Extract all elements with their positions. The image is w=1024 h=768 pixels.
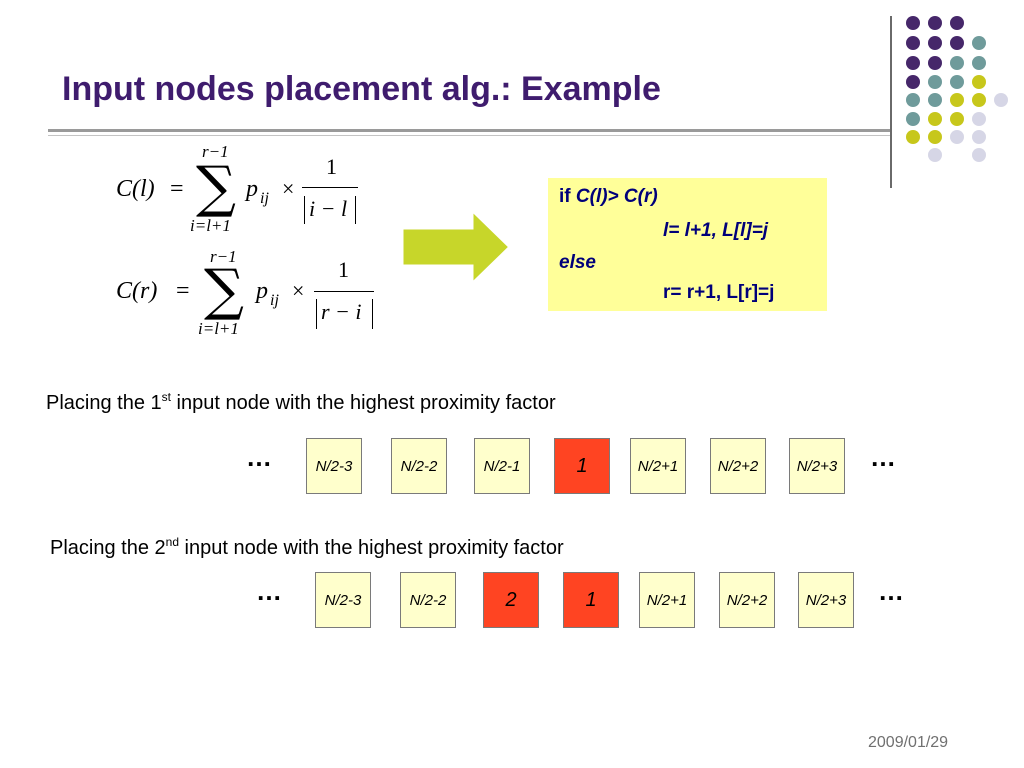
- code-line-then: l= l+1, L[l]=j: [663, 220, 769, 241]
- fraction-numerator: 1: [326, 154, 337, 179]
- sum-lower-limit: i=l+1: [198, 319, 239, 338]
- code-line-if: if C(l)> C(r): [559, 186, 658, 207]
- step1-node: N/2-2: [391, 438, 447, 494]
- times-sign: ×: [282, 176, 295, 201]
- algorithm-code-box: if C(l)> C(r) l= l+1, L[l]=j else r= r+1…: [548, 178, 827, 311]
- summation-sign: ∑: [204, 258, 244, 323]
- term-subscript: ij: [260, 190, 269, 207]
- times-sign: ×: [292, 278, 305, 303]
- formula-c-l: C(l) = r−1 ∑ i=l+1 p ij × 1 i − l: [110, 140, 370, 240]
- fraction-numerator: 1: [338, 257, 349, 282]
- decorative-dot-grid: [0, 0, 1024, 170]
- step2-node-selected: 2: [483, 572, 539, 628]
- title-divider-thin: [48, 135, 890, 136]
- summation-sign: ∑: [196, 155, 236, 220]
- term-p: p: [246, 176, 258, 202]
- formula-lhs: C(r): [116, 278, 158, 304]
- step2-node: N/2+1: [639, 572, 695, 628]
- fraction-line: [302, 187, 358, 188]
- abs-bar-left: [316, 299, 317, 329]
- step1-node: N/2+2: [710, 438, 766, 494]
- step2-caption: Placing the 2nd input node with the high…: [50, 535, 564, 559]
- step2-node: N/2+2: [719, 572, 775, 628]
- formula-c-r: C(r) = r−1 ∑ i=l+1 p ij × 1 r − i: [110, 245, 390, 345]
- step1-node-selected: 1: [554, 438, 610, 494]
- code-line-else-body: r= r+1, L[r]=j: [663, 282, 775, 303]
- term-p: p: [256, 278, 268, 304]
- step1-ellipsis-left: …: [246, 442, 273, 472]
- sum-upper-limit: r−1: [202, 142, 229, 161]
- title-divider: [48, 129, 890, 132]
- abs-bar-right: [372, 299, 373, 329]
- slide-date: 2009/01/29: [868, 734, 949, 751]
- step2-ellipsis-left: …: [256, 576, 283, 606]
- step1-node: N/2+1: [630, 438, 686, 494]
- right-arrow-icon: [400, 206, 513, 288]
- fraction-denominator: i − l: [309, 196, 348, 221]
- step1-ellipsis-right: …: [870, 442, 897, 472]
- sum-upper-limit: r−1: [210, 247, 237, 266]
- step1-node: N/2-1: [474, 438, 530, 494]
- step2-node: N/2-2: [400, 572, 456, 628]
- step2-node: N/2+3: [798, 572, 854, 628]
- step2-node: N/2-3: [315, 572, 371, 628]
- formula-lhs: C(l): [116, 176, 155, 202]
- sum-lower-limit: i=l+1: [190, 216, 231, 235]
- vertical-divider: [890, 16, 892, 188]
- fraction-denominator: r − i: [321, 299, 362, 324]
- fraction-line: [314, 291, 374, 292]
- step1-node: N/2-3: [306, 438, 362, 494]
- term-subscript: ij: [270, 292, 279, 309]
- abs-bar-left: [304, 196, 305, 224]
- formula-equals: =: [176, 278, 190, 304]
- step1-caption: Placing the 1st input node with the high…: [46, 390, 556, 414]
- step2-ellipsis-right: …: [878, 576, 905, 606]
- slide-title: Input nodes placement alg.: Example: [62, 70, 661, 108]
- formula-equals: =: [170, 176, 184, 202]
- abs-bar-right: [355, 196, 356, 224]
- code-line-else: else: [559, 252, 596, 273]
- step2-node-selected: 1: [563, 572, 619, 628]
- step1-node: N/2+3: [789, 438, 845, 494]
